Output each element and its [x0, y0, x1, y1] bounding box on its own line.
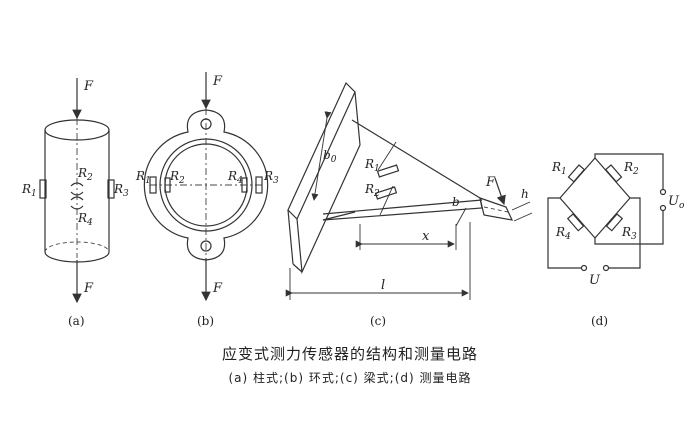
- label-b-r1: R1: [135, 169, 151, 186]
- panel-a-label: (a): [68, 314, 85, 328]
- label-c-r1: R1: [364, 157, 380, 174]
- force-arrow: [494, 177, 506, 206]
- label-d-r2: R2: [623, 160, 639, 177]
- panel-b-ring-sensor: F F R1 R2 R3 R4 (b): [135, 72, 279, 328]
- figure-title: 应变式测力传感器的结构和测量电路: [221, 345, 478, 363]
- label-a-r1: R1: [21, 182, 37, 199]
- label-d-r4: R4: [555, 225, 571, 242]
- label-d-u: U: [589, 273, 601, 288]
- panel-d-label: (d): [591, 314, 608, 328]
- label-c-r2: R2: [364, 182, 380, 199]
- label-a-force-bottom: F: [83, 281, 94, 296]
- figure-subtitle: (a) 柱式;(b) 环式;(c) 梁式;(d) 测量电路: [228, 371, 472, 385]
- label-c-force: F: [485, 175, 496, 190]
- label-a-r4: R4: [77, 211, 93, 228]
- panel-a-column-sensor: F F R1 R2 R3 R4 (a): [21, 78, 129, 328]
- panel-d-bridge-circuit: R1 R2 R3 R4 Uo U (d): [547, 153, 685, 328]
- label-d-r1: R1: [551, 160, 567, 177]
- label-a-r3: R3: [113, 182, 129, 199]
- label-b-force-bottom: F: [212, 281, 223, 296]
- label-b-r2: R2: [169, 169, 185, 186]
- label-c-l: l: [381, 278, 385, 293]
- label-a-force-top: F: [83, 79, 94, 94]
- label-c-x: x: [422, 229, 430, 244]
- panel-b-label: (b): [197, 314, 214, 328]
- panel-c-label: (c): [370, 314, 386, 328]
- label-d-uo: Uo: [668, 194, 685, 211]
- label-a-r2: R2: [77, 166, 93, 183]
- label-d-r3: R3: [621, 225, 637, 242]
- label-c-b0: b0: [323, 148, 337, 165]
- label-b-r4: R4: [227, 169, 243, 186]
- label-c-h: h: [521, 187, 529, 201]
- panel-c-beam-sensor: b0 x l b F h R1 R2 (c): [285, 81, 533, 328]
- label-c-b: b: [452, 195, 460, 209]
- label-b-force-top: F: [212, 74, 223, 89]
- label-b-r3: R3: [263, 169, 279, 186]
